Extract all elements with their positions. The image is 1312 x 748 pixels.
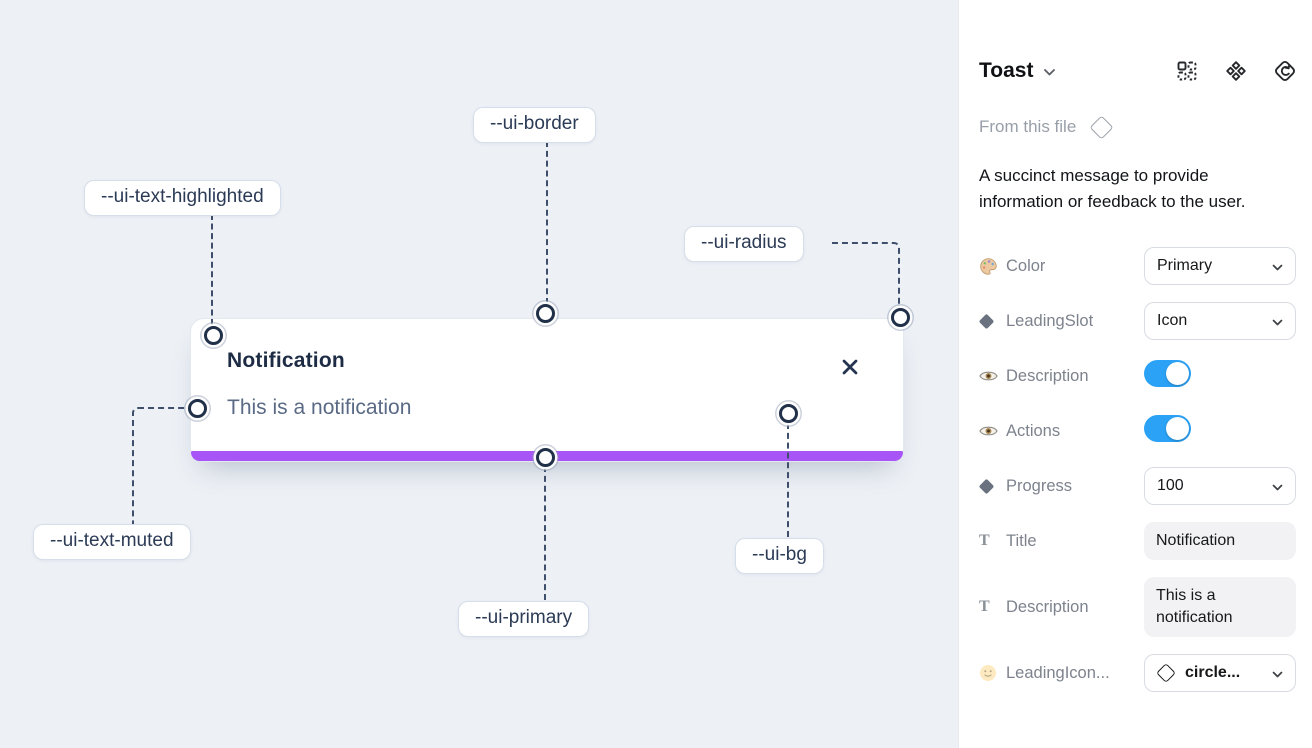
- chevron-down-icon[interactable]: [1043, 64, 1056, 82]
- chevron-down-icon: [1272, 260, 1283, 275]
- component-icon[interactable]: [1225, 60, 1247, 82]
- connector-ui-radius: [832, 242, 900, 307]
- prop-row-description-text: T Description This is a notification: [979, 577, 1296, 637]
- anchor-dot-border[interactable]: [536, 304, 555, 323]
- color-select[interactable]: Primary: [1144, 247, 1296, 285]
- prop-label: Title: [1006, 531, 1037, 550]
- variant-diamond-icon: [978, 313, 1006, 329]
- chevron-down-icon: [1272, 315, 1283, 330]
- prop-label: Description: [1006, 597, 1089, 616]
- connector-ui-bg: [787, 423, 789, 537]
- leadingicon-select[interactable]: circle...: [1144, 654, 1296, 692]
- toast-close-button[interactable]: [839, 356, 861, 378]
- anchor-dot-text-muted[interactable]: [188, 399, 207, 418]
- return-diamond-icon[interactable]: [1274, 60, 1296, 82]
- variant-diamond-icon: [978, 478, 1006, 494]
- title-input[interactable]: Notification: [1144, 522, 1296, 560]
- chevron-down-icon: [1272, 480, 1283, 495]
- anchor-dot-text-highlighted[interactable]: [204, 326, 223, 345]
- canvas: Notification This is a notification --ui…: [0, 0, 958, 748]
- prop-row-actions-toggle: Actions: [979, 412, 1296, 450]
- leadingslot-select[interactable]: Icon: [1144, 302, 1296, 340]
- text-type-icon: T: [979, 598, 990, 615]
- actions-toggle[interactable]: [1144, 415, 1191, 442]
- connector-ui-primary: [544, 466, 546, 600]
- close-icon: [839, 359, 861, 381]
- toast-preview: Notification This is a notification: [190, 318, 904, 462]
- instance-grid-icon[interactable]: [1176, 60, 1198, 82]
- anchor-dot-primary[interactable]: [536, 448, 555, 467]
- text-type-icon: T: [979, 532, 990, 549]
- eye-icon: [979, 424, 1006, 438]
- source-row: From this file: [979, 114, 1296, 140]
- connector-ui-text-highlighted: [211, 214, 213, 325]
- panel-header: Toast: [979, 57, 1296, 85]
- var-pill-ui-border[interactable]: --ui-border: [473, 107, 596, 143]
- prop-row-title: T Title Notification: [979, 522, 1296, 560]
- prop-label: LeadingSlot: [1006, 311, 1094, 330]
- anchor-dot-bg[interactable]: [779, 404, 798, 423]
- prop-row-description-toggle: Description: [979, 357, 1296, 395]
- prop-row-leadingslot: LeadingSlot Icon: [978, 302, 1296, 340]
- progress-select[interactable]: 100: [1144, 467, 1296, 505]
- leadingicon-select-value: circle...: [1185, 664, 1241, 681]
- description-input[interactable]: This is a notification: [1144, 577, 1296, 637]
- source-label: From this file: [979, 117, 1077, 136]
- toast-description: This is a notification: [227, 396, 412, 419]
- prop-label: Description: [1006, 366, 1089, 385]
- description-toggle[interactable]: [1144, 360, 1191, 387]
- property-list: Color Primary LeadingSlot Icon: [978, 247, 1296, 692]
- prop-label: Actions: [1006, 421, 1061, 440]
- anchor-dot-radius[interactable]: [891, 308, 910, 327]
- var-pill-ui-text-highlighted[interactable]: --ui-text-highlighted: [84, 180, 281, 216]
- var-pill-ui-radius[interactable]: --ui-radius: [684, 226, 804, 262]
- prop-row-progress: Progress 100: [978, 467, 1296, 505]
- leadingslot-select-value: Icon: [1157, 312, 1188, 329]
- component-description: A succinct message to provide informatio…: [979, 166, 1246, 211]
- prop-label: LeadingIcon...: [1006, 663, 1110, 682]
- var-pill-ui-bg[interactable]: --ui-bg: [735, 538, 824, 574]
- component-title: Toast: [979, 59, 1034, 82]
- var-pill-ui-primary[interactable]: --ui-primary: [458, 601, 590, 637]
- smiley-icon: [979, 664, 1006, 682]
- connector-ui-text-muted: [132, 407, 189, 524]
- var-pill-ui-text-muted[interactable]: --ui-text-muted: [33, 524, 191, 560]
- toast-title: Notification: [227, 349, 345, 372]
- main-component-diamond-icon[interactable]: [1089, 114, 1114, 140]
- color-select-value: Primary: [1157, 257, 1213, 274]
- palette-icon: [979, 257, 1006, 276]
- progress-select-value: 100: [1157, 477, 1184, 494]
- chevron-down-icon: [1272, 667, 1283, 682]
- connector-ui-border: [546, 141, 548, 304]
- prop-label: Color: [1006, 256, 1046, 275]
- properties-panel: Toast: [958, 0, 1312, 748]
- icon-diamond-outline-icon: [1156, 663, 1176, 683]
- prop-label: Progress: [1006, 476, 1073, 495]
- prop-row-color: Color Primary: [979, 247, 1296, 285]
- eye-icon: [979, 369, 1006, 383]
- prop-row-leadingicon: LeadingIcon... circle...: [979, 654, 1296, 692]
